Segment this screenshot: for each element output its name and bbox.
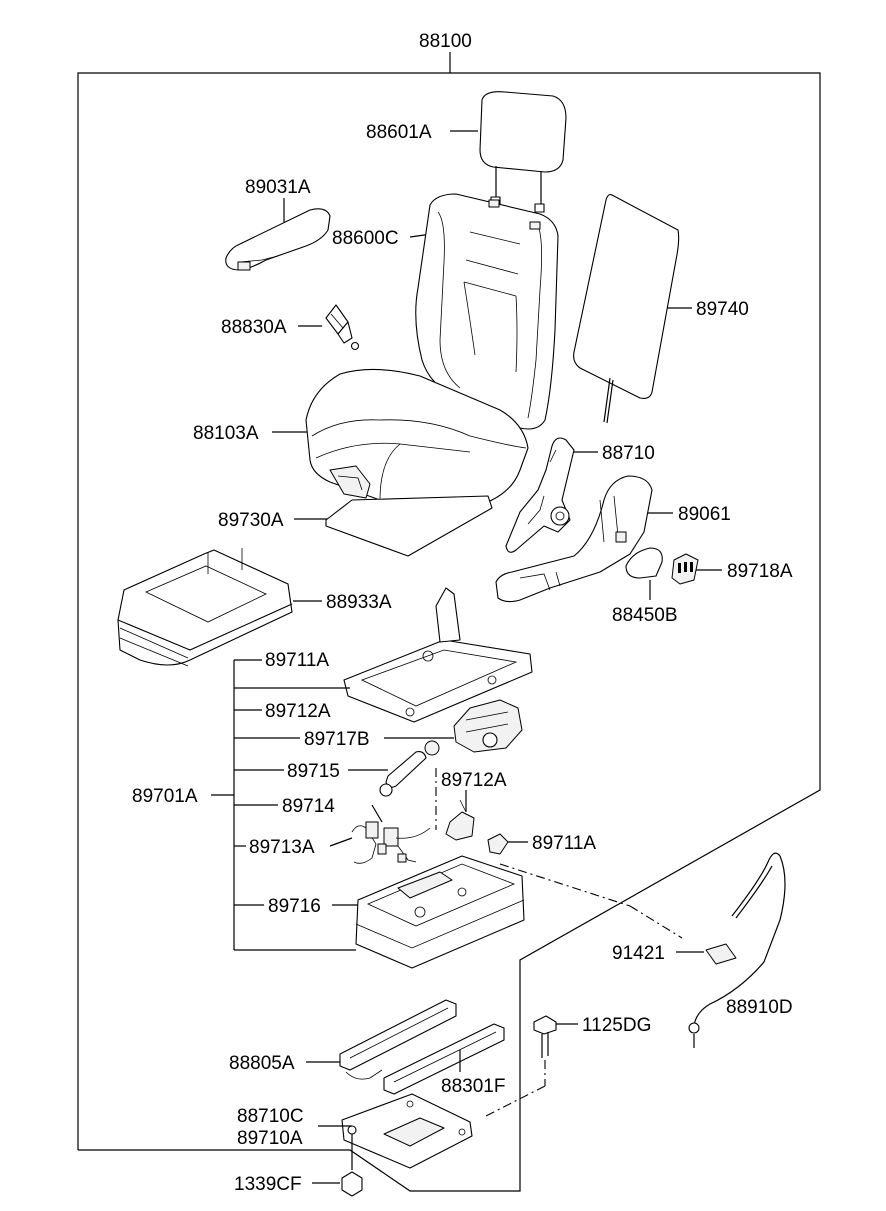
seat-rail-part bbox=[339, 999, 505, 1095]
label-1339CF: 1339CF bbox=[234, 1174, 302, 1195]
label-89711A-top: 89711A bbox=[265, 650, 329, 671]
label-89714: 89714 bbox=[282, 796, 335, 817]
motor-unit-part bbox=[453, 699, 523, 753]
recliner-mechanism-part bbox=[505, 437, 598, 553]
armrest-part bbox=[225, 198, 331, 271]
label-88601A: 88601A bbox=[366, 122, 432, 143]
label-89712A-right: 89712A bbox=[441, 770, 507, 791]
label-89715: 89715 bbox=[287, 761, 340, 782]
label-88830A: 88830A bbox=[221, 317, 287, 338]
base-plate-part bbox=[341, 1093, 473, 1169]
label-89713A: 89713A bbox=[249, 837, 315, 858]
subassembly-bracket bbox=[211, 659, 467, 1127]
lever-knob-part bbox=[625, 547, 663, 600]
headrest-part bbox=[450, 91, 567, 213]
label-89730A: 89730A bbox=[218, 510, 284, 531]
back-panel-part bbox=[573, 194, 692, 424]
label-88805A: 88805A bbox=[229, 1053, 295, 1074]
label-89031A: 89031A bbox=[245, 177, 311, 198]
label-88910D: 88910D bbox=[726, 997, 793, 1018]
label-88710: 88710 bbox=[602, 443, 655, 464]
label-88600C: 88600C bbox=[332, 228, 399, 249]
bracket-part bbox=[445, 799, 528, 855]
nut-part bbox=[312, 1134, 363, 1197]
label-89701A: 89701A bbox=[132, 786, 198, 807]
label-89710A: 89710A bbox=[237, 1128, 303, 1149]
wire-harness-part bbox=[351, 821, 431, 864]
label-88933A: 88933A bbox=[326, 592, 392, 613]
label-89061: 89061 bbox=[678, 504, 731, 525]
label-88450B: 88450B bbox=[612, 605, 678, 626]
label-88103A: 88103A bbox=[193, 423, 259, 444]
label-1125DG: 1125DG bbox=[582, 1015, 651, 1036]
actuator-part bbox=[379, 740, 440, 830]
lower-frame-part bbox=[355, 855, 683, 969]
label-89712A-left: 89712A bbox=[265, 701, 331, 722]
part-labels: 88100 88601A 89031A 88600C 89740 88830A … bbox=[132, 31, 793, 1195]
buckle-part bbox=[298, 304, 360, 351]
label-89718A: 89718A bbox=[727, 561, 793, 582]
label-89717B: 89717B bbox=[304, 729, 370, 750]
label-89711A-right: 89711A bbox=[532, 833, 596, 854]
label-89716: 89716 bbox=[268, 896, 321, 917]
switch-part bbox=[671, 553, 722, 585]
label-91421: 91421 bbox=[612, 943, 665, 964]
cable-part bbox=[676, 852, 786, 1048]
cushion-pad-part bbox=[294, 495, 493, 557]
side-shield-part bbox=[495, 475, 673, 603]
seat-back-part bbox=[409, 193, 559, 430]
seat-cushion-part bbox=[272, 368, 529, 511]
seat-tray-part bbox=[117, 548, 322, 667]
label-89740: 89740 bbox=[696, 299, 749, 320]
assembly-boundary bbox=[77, 52, 821, 1192]
label-assembly: 88100 bbox=[419, 31, 472, 52]
label-88710C: 88710C bbox=[237, 1106, 304, 1127]
upper-frame-part bbox=[343, 587, 533, 723]
bolt-part bbox=[485, 1015, 578, 1117]
label-88301F: 88301F bbox=[441, 1076, 505, 1097]
